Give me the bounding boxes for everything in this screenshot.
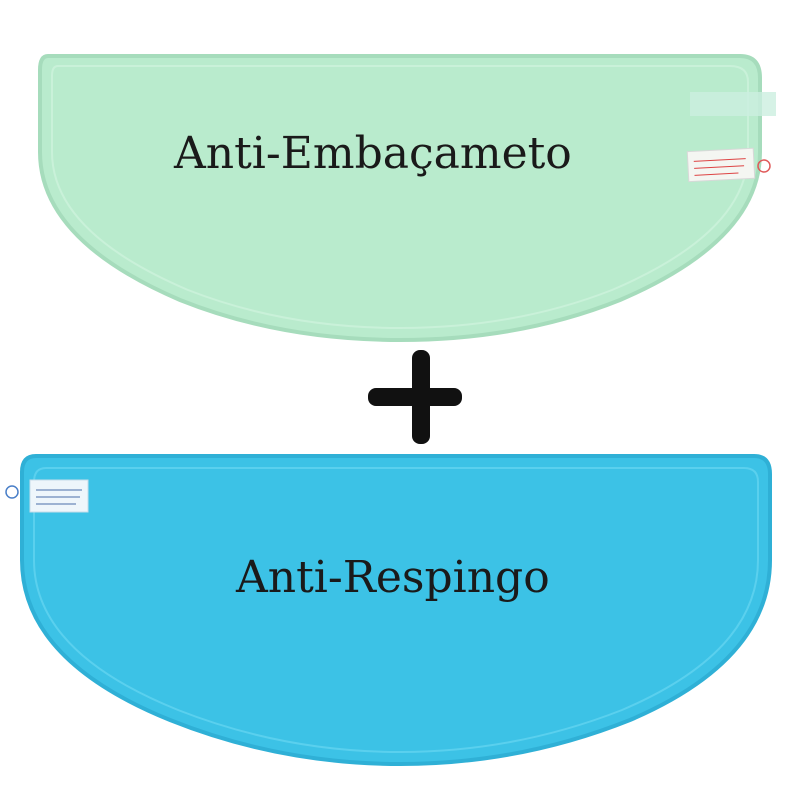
anti-splash-film-shape <box>20 454 772 767</box>
anti-splash-film <box>5 454 772 767</box>
anti-splash-film-inner-edge <box>33 467 759 754</box>
anti-splash-label: Anti-Respingo <box>236 552 550 603</box>
anti-fog-film-shape <box>38 54 762 343</box>
plus-icon <box>368 350 462 444</box>
info-icon <box>5 485 19 499</box>
anti-fog-warning-sticker <box>686 147 756 183</box>
anti-fog-label: Anti-Embaçameto <box>174 128 572 179</box>
anti-splash-peel-sticker <box>29 479 89 513</box>
warning-icon <box>757 159 771 173</box>
anti-fog-film <box>38 54 776 343</box>
anti-fog-film-corner-tab <box>690 92 776 116</box>
